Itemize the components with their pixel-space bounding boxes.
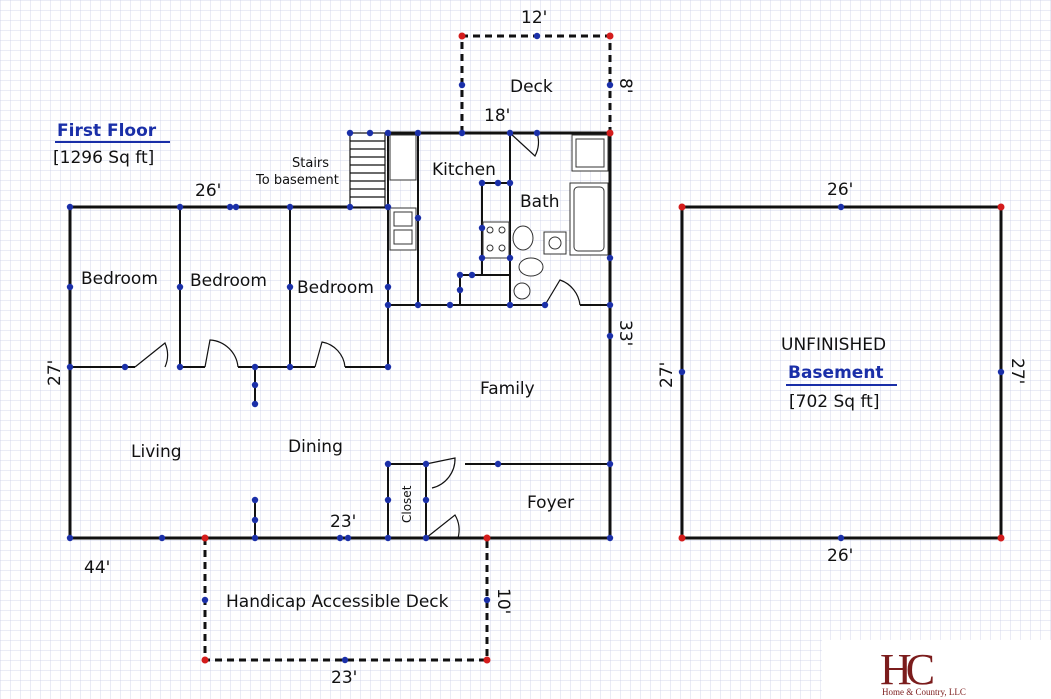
dim-basement-top: 26' xyxy=(827,180,853,200)
logo-text: Home & Country, LLC xyxy=(882,687,966,697)
room-bath: Bath xyxy=(520,192,560,212)
dim-basement-right: 27' xyxy=(1007,358,1027,384)
dim-deck-side: 8' xyxy=(615,78,635,94)
room-kitchen: Kitchen xyxy=(432,160,496,180)
logo-mark: HC xyxy=(880,645,933,694)
dim-house-top: 26' xyxy=(195,181,221,201)
room-deck: Deck xyxy=(510,77,553,97)
room-bedroom-3: Bedroom xyxy=(297,278,374,298)
room-family: Family xyxy=(480,379,535,399)
logo-panel xyxy=(822,640,1051,699)
room-dining: Dining xyxy=(288,437,343,457)
basement-title: Basement xyxy=(788,363,884,383)
basement-unfinished: UNFINISHED xyxy=(781,335,886,355)
stairs xyxy=(349,132,386,208)
dim-house-right: 33' xyxy=(615,320,635,346)
basement-area: [702 Sq ft] xyxy=(789,392,879,412)
door-swings xyxy=(134,132,581,539)
stairs-label: Stairs xyxy=(292,156,329,171)
kitchen-fixtures xyxy=(389,134,510,259)
room-living: Living xyxy=(131,442,182,462)
first-floor-title: First Floor xyxy=(57,121,157,141)
room-bedroom-1: Bedroom xyxy=(81,269,158,289)
room-foyer: Foyer xyxy=(527,493,574,513)
room-handicap-deck: Handicap Accessible Deck xyxy=(226,592,449,612)
room-closet: Closet xyxy=(400,485,414,523)
room-bedroom-2: Bedroom xyxy=(190,271,267,291)
dim-house-left: 27' xyxy=(45,360,65,386)
dim-deck-top: 12' xyxy=(521,8,547,28)
bath-fixtures xyxy=(512,134,609,300)
dim-deck-inner: 18' xyxy=(484,106,510,126)
dim-house-bottom: 44' xyxy=(84,558,110,578)
first-floor-area: [1296 Sq ft] xyxy=(53,148,154,168)
stairs-sublabel: To basement xyxy=(255,173,339,188)
dim-hc-bottom: 23' xyxy=(331,668,357,688)
dim-front-top: 23' xyxy=(330,512,356,532)
dim-basement-left: 27' xyxy=(657,362,677,388)
dim-hc-side: 10' xyxy=(493,588,513,614)
corner-nodes xyxy=(201,32,1005,664)
wall-nodes xyxy=(66,32,1005,664)
dim-basement-bottom: 26' xyxy=(827,546,853,566)
